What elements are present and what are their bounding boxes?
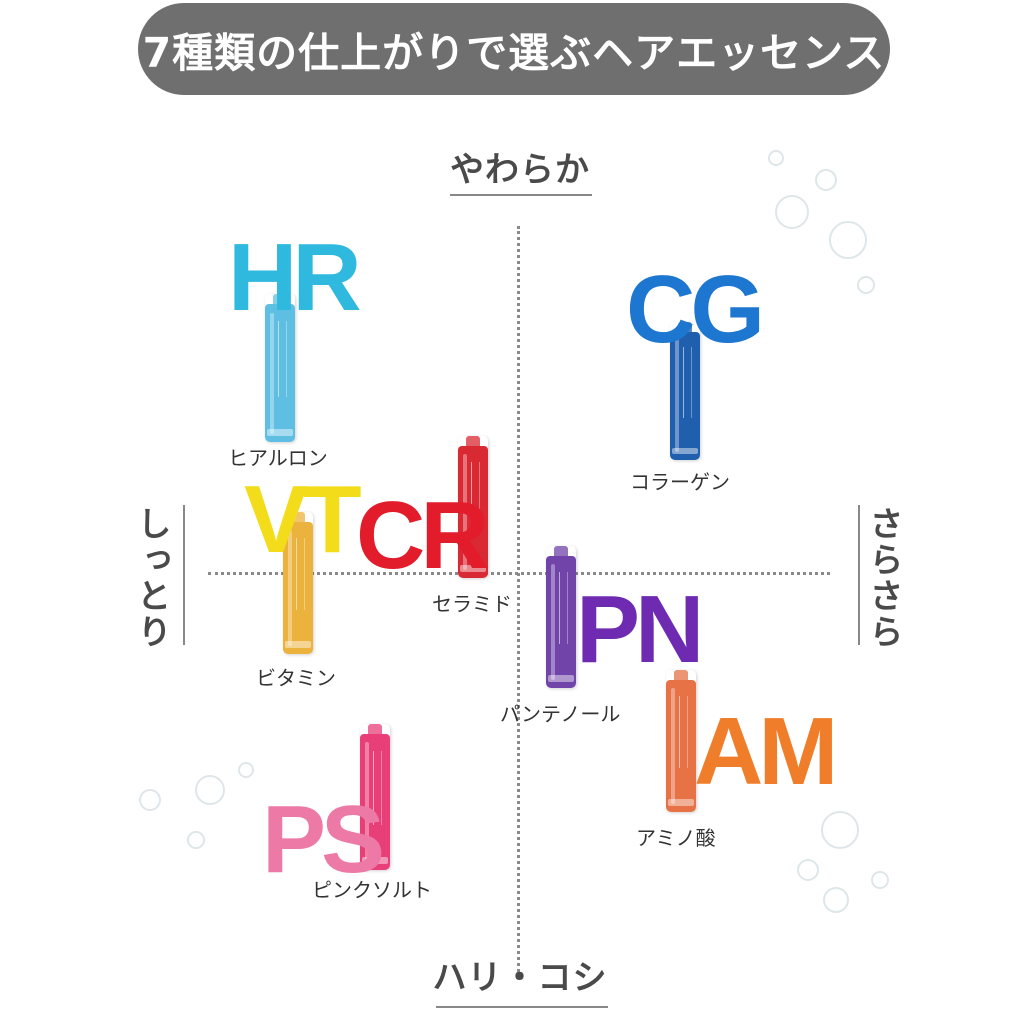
- product-tube-ps: [360, 724, 390, 870]
- product-name-hr: ヒアルロン: [228, 446, 328, 470]
- title-banner: 7種類の仕上がりで選ぶヘアエッセンス: [138, 3, 890, 95]
- product-code-cr: CR: [356, 482, 490, 589]
- product-tube-cg: [670, 322, 700, 460]
- tube-cap: [367, 724, 383, 736]
- tube-seal: [668, 799, 694, 807]
- tube-body: [360, 734, 390, 870]
- tube-cap: [290, 512, 306, 524]
- product-code-hr: HR: [228, 224, 362, 331]
- product-tube-pn: [546, 546, 576, 688]
- page-title: 7種類の仕上がりで選ぶヘアエッセンス: [142, 29, 886, 77]
- axis-label-top-underline: [450, 194, 592, 196]
- tube-cap: [272, 294, 288, 306]
- product-name-vt: ビタミン: [256, 666, 336, 690]
- tube-body: [546, 555, 576, 688]
- tube-body: [265, 304, 295, 442]
- tube-cap: [673, 670, 689, 682]
- tube-body: [283, 521, 313, 654]
- tube-body: [670, 331, 700, 460]
- product-tube-am: [666, 670, 696, 812]
- product-name-cg: コラーゲン: [630, 470, 730, 494]
- tube-cap: [677, 322, 693, 334]
- product-tube-hr: [265, 294, 295, 442]
- tube-cap: [553, 546, 569, 558]
- tube-seal: [267, 428, 293, 437]
- vertical-axis-line: [517, 226, 520, 978]
- horizontal-axis-line: [208, 572, 830, 575]
- tube-seal: [285, 641, 311, 649]
- product-tube-cr: [458, 436, 488, 578]
- axis-label-bottom: ハリ・コシ: [432, 958, 608, 998]
- tube-body: [666, 679, 696, 812]
- product-code-ps: PS: [262, 786, 385, 893]
- product-code-vt: VT: [244, 466, 362, 573]
- product-name-pn: パンテノール: [500, 702, 621, 726]
- product-name-ps: ピンクソルト: [312, 878, 432, 902]
- axis-label-left: しっとり: [131, 506, 171, 650]
- product-code-pn: PN: [576, 576, 704, 683]
- tube-seal: [672, 447, 698, 455]
- product-code-am: AM: [694, 698, 838, 805]
- tube-seal: [460, 565, 486, 573]
- tube-seal: [362, 856, 388, 865]
- axis-label-bottom-underline: [436, 1006, 608, 1008]
- product-code-cg: CG: [626, 256, 765, 363]
- axis-label-top: やわらか: [450, 150, 590, 190]
- tube-seal: [548, 675, 574, 683]
- axis-label-right: さらさら: [863, 506, 903, 650]
- axis-label-left-rule: [183, 505, 185, 645]
- product-tube-vt: [283, 512, 313, 654]
- axis-label-right-rule: [858, 505, 860, 645]
- tube-body: [458, 445, 488, 578]
- tube-cap: [465, 436, 481, 448]
- product-name-cr: セラミド: [432, 592, 512, 616]
- product-name-am: アミノ酸: [636, 826, 716, 850]
